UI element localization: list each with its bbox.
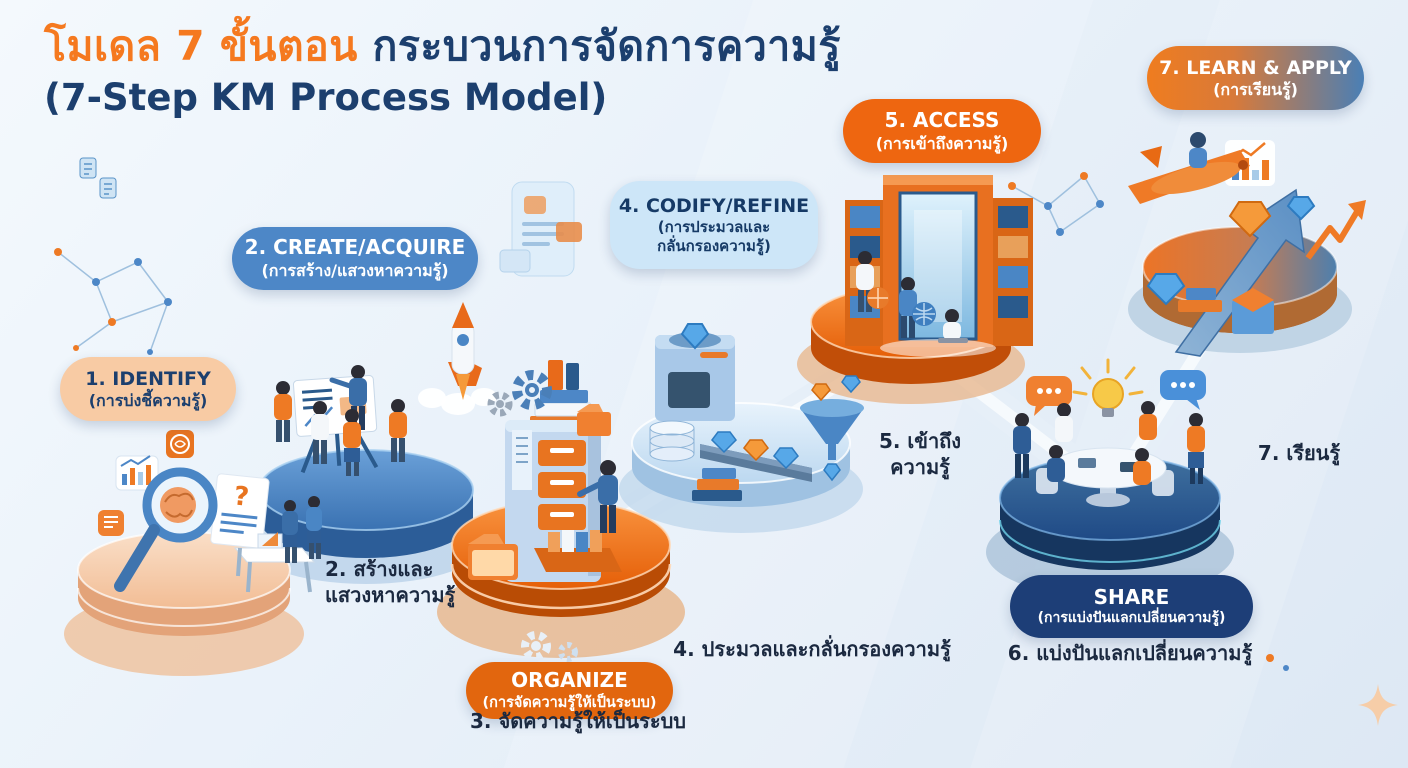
caption-step5-line2: ความรู้ <box>890 455 950 479</box>
platform-6-share <box>986 358 1234 598</box>
badge-step5-title: 5. ACCESS <box>884 107 1000 132</box>
access-people <box>856 251 968 343</box>
badge-step2-title: 2. CREATE/ACQUIRE <box>244 235 466 260</box>
badge-step3-organize: ORGANIZE (การจัดความรู้ให้เป็นระบบ) <box>466 662 673 719</box>
rocket-icon <box>418 302 497 415</box>
badge-step3-subtitle: (การจัดความรู้ให้เป็นระบบ) <box>482 695 657 712</box>
organize-person <box>577 460 618 533</box>
speech-bubble-orange-icon <box>1026 376 1072 416</box>
platform-7-learn-apply <box>1128 132 1366 357</box>
badge-step6-title: SHARE <box>1093 584 1170 609</box>
badge-step7-subtitle: (การเรียนรู้) <box>1213 79 1298 99</box>
title-subtitle: (7-Step KM Process Model) <box>44 76 608 120</box>
refine-machine-icon <box>655 323 735 421</box>
share-people <box>1013 401 1205 485</box>
badge-step1-title: 1. IDENTIFY <box>85 367 211 390</box>
badge-step7-title: 7. LEARN & APPLY <box>1159 56 1352 79</box>
lightbulb-icon <box>1072 358 1144 417</box>
diamond-icon <box>680 323 710 350</box>
platform-1-identify: ? <box>64 430 322 676</box>
badge-step6-subtitle: (การแบ่งปันแลกเปลี่ยนความรู้) <box>1037 610 1226 627</box>
caption-step7: 7. เรียนรู้ <box>1257 441 1341 465</box>
folder-icon <box>577 412 611 436</box>
mini-list-icons <box>79 157 117 199</box>
badge-step5-access: 5. ACCESS (การเข้าถึงความรู้) <box>843 99 1041 163</box>
gear-icon-front <box>521 631 578 662</box>
badge-step7-learn-apply: 7. LEARN & APPLY (การเรียนรู้) <box>1147 46 1364 110</box>
funnel-icon <box>800 375 864 482</box>
create-people <box>274 365 407 476</box>
page-title: โมเดล 7 ขั้นตอน กระบวนการจัดการความรู้ (… <box>44 22 841 120</box>
plane-rider-icon <box>1128 132 1250 204</box>
network-decoration-right <box>1008 172 1104 236</box>
caption-step4: 4. ประมวลและกลั่นกรองความรู้ <box>673 637 951 661</box>
conveyor-belt-icon <box>700 431 812 482</box>
cube-box-icon <box>1232 288 1274 334</box>
bar-chart-card-icon <box>115 455 159 491</box>
platform-4-codify <box>619 323 864 533</box>
caption-step2-line2: แสวงหาความรู้ <box>325 583 456 607</box>
caption-step3: 3. จัดความรู้ให้เป็นระบบ <box>470 709 686 733</box>
open-drawer-folders <box>534 530 622 572</box>
sparkle-icon <box>1266 654 1398 726</box>
badge-step1-identify: 1. IDENTIFY (การบ่งชี้ความรู้) <box>60 357 236 421</box>
badge-step3-title: ORGANIZE <box>511 668 628 693</box>
title-rest: กระบวนการจัดการความรู้ <box>357 22 841 70</box>
title-highlight: โมเดล 7 ขั้นตอน <box>44 22 358 70</box>
badge-step5-subtitle: (การเข้าถึงความรู้) <box>875 133 1009 153</box>
platform-5-access <box>797 175 1033 404</box>
orange-zigzag-arrow-icon <box>1305 200 1366 260</box>
knowledge-door-icon <box>880 175 996 357</box>
caption-step5: 5. เข้าถึง ความรู้ <box>858 428 982 480</box>
caption-step2: 2. สร้างและ แสวงหาความรู้ <box>325 556 455 608</box>
badge-step1-subtitle: (การบ่งชี้ความรู้) <box>88 390 208 410</box>
badge-step6-share: SHARE (การแบ่งปันแลกเปลี่ยนความรู้) <box>1010 575 1253 638</box>
badge-step4-codify-refine: 4. CODIFY/REFINE (การประมวลและ กลั่นกรอง… <box>610 181 818 269</box>
caption-step6: 6. แบ่งปันแลกเปลี่ยนความรู้ <box>1007 641 1253 665</box>
database-cylinder-icon <box>649 420 695 462</box>
bookshelf-right-icon <box>993 198 1033 346</box>
badge-step4-subtitle2: กลั่นกรองความรู้) <box>657 237 771 256</box>
brain-chip-icon <box>166 430 194 458</box>
badge-step2-subtitle: (การสร้าง/แสวงหาความรู้) <box>261 261 449 281</box>
document-card-icon <box>98 510 124 536</box>
title-line: โมเดล 7 ขั้นตอน กระบวนการจัดการความรู้ <box>44 22 841 70</box>
filing-cabinet-icon <box>505 404 622 582</box>
diamond-icons <box>1146 196 1316 312</box>
folder-icon <box>468 534 518 580</box>
badge-step2-create-acquire: 2. CREATE/ACQUIRE (การสร้าง/แสวงหาความรู… <box>232 227 478 290</box>
badge-step4-title: 4. CODIFY/REFINE <box>618 194 810 217</box>
magnifier-brain-icon <box>114 467 218 592</box>
caption-step5-line1: 5. เข้าถึง <box>878 429 962 453</box>
badge-step4-subtitle: (การประมวลและ <box>657 217 771 236</box>
caption-step2-line1: 2. สร้างและ <box>325 557 434 581</box>
gear-icon <box>487 370 552 417</box>
question-mark-glyph: ? <box>232 481 250 512</box>
growth-arrow-icon <box>1174 188 1305 357</box>
speech-bubble-blue-icon <box>1160 370 1206 410</box>
book-stack-icon <box>692 468 742 501</box>
document-question-icon: ? <box>210 473 270 549</box>
platform-3-organize <box>437 370 685 662</box>
floating-device-illustration <box>499 181 582 277</box>
identify-desk-people <box>233 496 322 593</box>
network-decoration-left <box>54 248 172 355</box>
